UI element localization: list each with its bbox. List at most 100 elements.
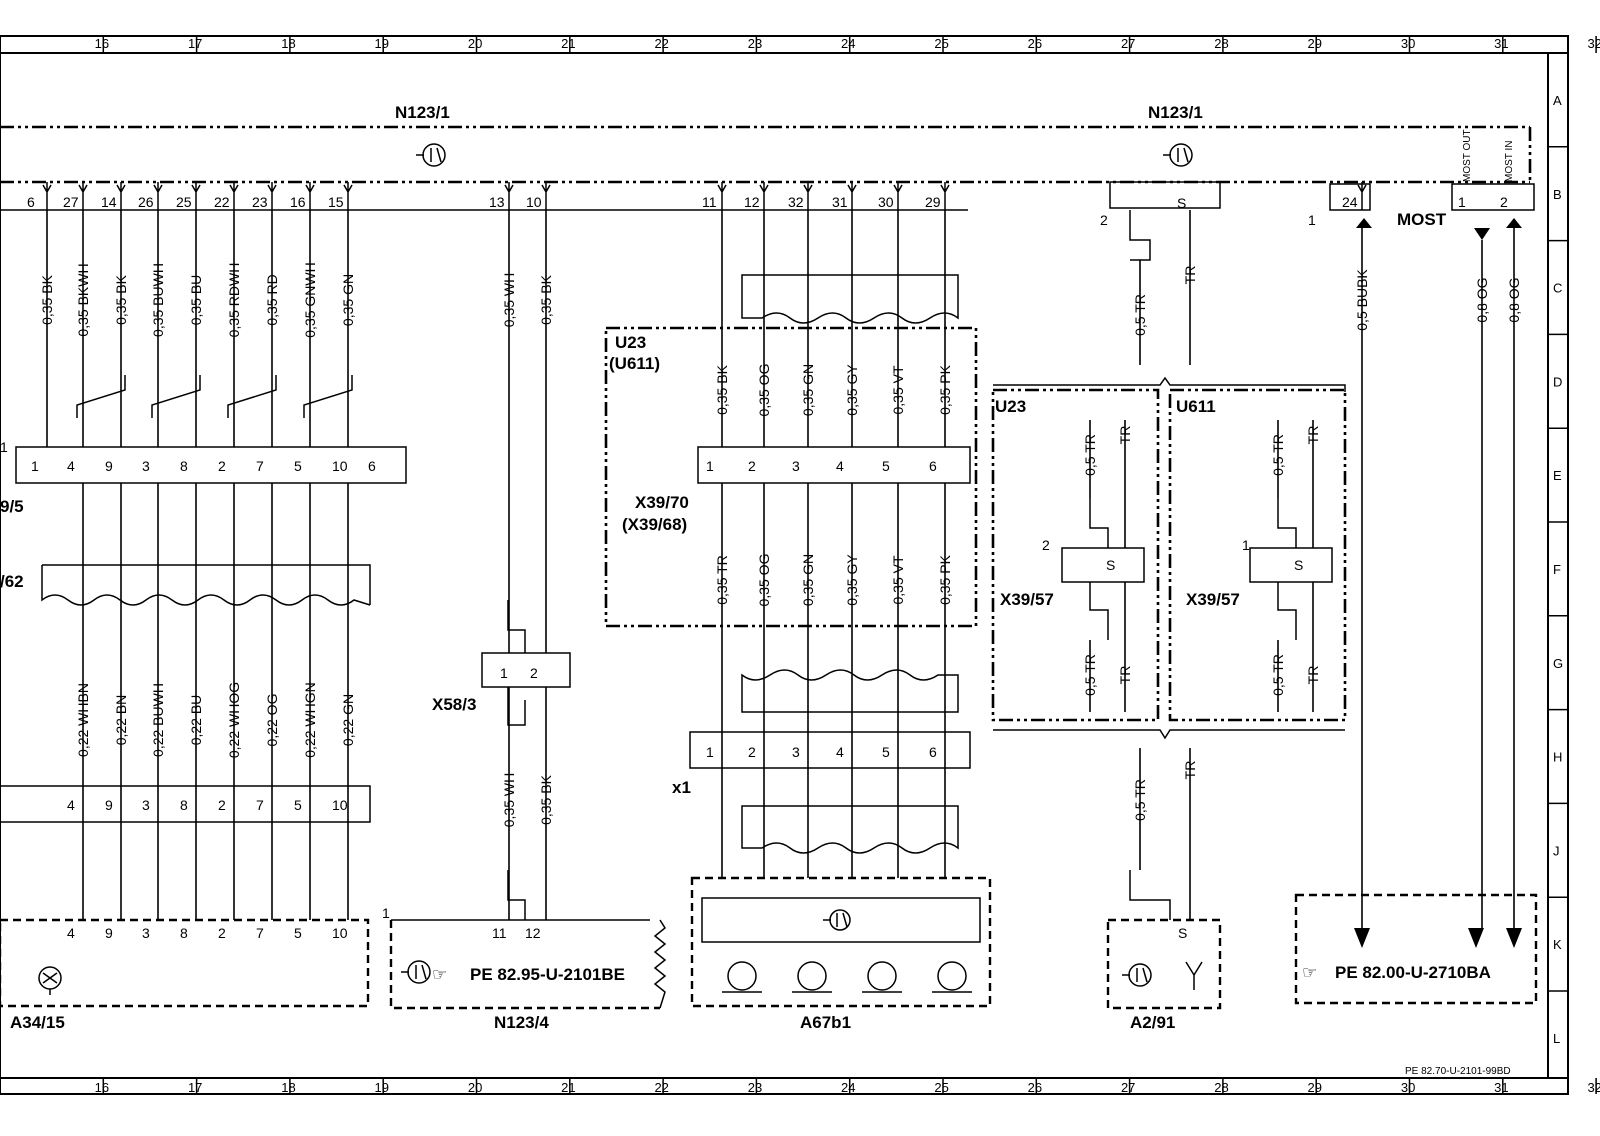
wire-label: 0,5 TR (1082, 434, 1098, 476)
column-number: 30 (1401, 36, 1415, 51)
x58-3-label: X58/3 (432, 695, 476, 714)
a34-15-unit: A34/15 (0, 918, 370, 1032)
column-number: 30 (1401, 1080, 1415, 1095)
wire-label: TR (1117, 666, 1133, 685)
wire-label: 0,22 BN (113, 695, 129, 746)
wire-label: 0,22 WHOG (226, 682, 242, 758)
pin-number: 8 (180, 458, 188, 474)
pin-number: 27 (63, 194, 79, 210)
pin-number: 12 (744, 194, 760, 210)
wire-label: 0,8 OG (1506, 277, 1522, 322)
wire-label: 0,35 GN (340, 274, 356, 326)
column-number: 27 (1121, 1080, 1135, 1095)
n123-1-label-right: N123/1 (1148, 103, 1203, 122)
wire-label: 0,35 BK (538, 274, 554, 324)
wire-label: 0,5 TR (1132, 779, 1148, 821)
wire-label: 0,35 PK (937, 554, 953, 604)
pin-number: 6 (368, 458, 376, 474)
pin-number: 9 (105, 925, 113, 941)
wire-label: 0,35 BK (538, 774, 554, 824)
column-number: 26 (1028, 36, 1042, 51)
pin-number: 3 (792, 744, 800, 760)
x39-57-label-left: X39/57 (1000, 590, 1054, 609)
x39-57-s-right: S (1294, 557, 1303, 573)
pin-number: 32 (788, 194, 804, 210)
control-unit-icon (416, 143, 446, 167)
wire-label: 0,35 OG (756, 554, 772, 607)
n123-4-unit: 1 11 12 ☞ PE 82.95-U-2101BE N123/4 (382, 870, 667, 1032)
column-number: 18 (281, 1080, 295, 1095)
u611-box-label: U611 (1176, 397, 1216, 416)
column-number: 24 (841, 36, 855, 51)
ref-right-label: PE 82.00-U-2710BA (1335, 963, 1491, 982)
connector-62: /62 (0, 564, 371, 606)
control-unit-icon (38, 966, 62, 995)
connector-x1: x1 (672, 669, 971, 854)
wire-label: TR (1305, 666, 1321, 685)
x58-3-pin-1: 1 (500, 665, 508, 681)
pin-number: 6 (929, 744, 937, 760)
pin-number: 9 (105, 797, 113, 813)
pin-number: 2 (748, 744, 756, 760)
pin-number: 11 (702, 194, 717, 210)
pin-number: 2 (218, 925, 226, 941)
pin-number: 10 (332, 458, 348, 474)
column-number: 25 (934, 1080, 948, 1095)
wire-label: 0,35 BUWH (150, 263, 166, 337)
row-letter: L (1553, 1031, 1560, 1046)
n123-1-s-label: S (1177, 195, 1186, 211)
column-number: 22 (654, 1080, 668, 1095)
wire-label: 0,22 WHBN (75, 683, 91, 757)
column-number: 25 (934, 36, 948, 51)
pin-number: 4 (836, 458, 844, 474)
antenna-icon (1185, 961, 1203, 990)
wire-label: 0,5 BUBK (1354, 269, 1370, 331)
row-letter: E (1553, 468, 1562, 483)
column-number: 27 (1121, 36, 1135, 51)
wire-label: 0,35 RDWH (226, 263, 242, 338)
x39-57-label-right: X39/57 (1186, 590, 1240, 609)
pin-number: 26 (138, 194, 154, 210)
column-number: 20 (468, 36, 482, 51)
n123-4-pin-12: 12 (525, 925, 541, 941)
pin-number: 5 (882, 744, 890, 760)
a2-91-label: A2/91 (1130, 1013, 1175, 1032)
control-unit-icon (1163, 143, 1193, 167)
wire-label: 0,35 TR (714, 555, 730, 605)
column-number: 23 (748, 36, 762, 51)
a67b1-unit: A67b1 (690, 876, 992, 1032)
column-number: 28 (1214, 1080, 1228, 1095)
row-letter: J (1553, 843, 1560, 858)
pin-number: 6 (27, 194, 35, 210)
pin-number: 8 (180, 925, 188, 941)
most-pin-1: 1 (1458, 194, 1466, 210)
wire-label: 0,35 BK (714, 364, 730, 414)
pin-number: 7 (256, 458, 264, 474)
pin-number: 2 (218, 797, 226, 813)
most-label: MOST (1397, 210, 1447, 229)
a2-91-unit: S A2/91 (1106, 870, 1222, 1032)
wire-label: 0,35 GY (844, 364, 860, 416)
pin-number: 2 (748, 458, 756, 474)
connector-lower-left (0, 785, 371, 823)
column-number: 17 (188, 1080, 202, 1095)
wire-label: 0,35 BK (113, 274, 129, 324)
pin-number: 5 (294, 797, 302, 813)
pin-number: 3 (142, 797, 150, 813)
column-number: 19 (375, 36, 389, 51)
row-letter: A (1553, 93, 1562, 108)
u23-u611-split: U23 U611 S S 2 1 X39/57 X39/57 (991, 376, 1347, 740)
x39-57-pin-two: 2 (1042, 537, 1050, 553)
column-number: 29 (1308, 1080, 1322, 1095)
wire-label: 0,35 GY (844, 554, 860, 606)
x-62-label: /62 (0, 572, 24, 591)
pin-number: 4 (67, 925, 75, 941)
ref-left-label: PE 82.95-U-2101BE (470, 965, 625, 984)
control-unit-icon (1122, 963, 1152, 987)
pin-number: 10 (526, 194, 542, 210)
